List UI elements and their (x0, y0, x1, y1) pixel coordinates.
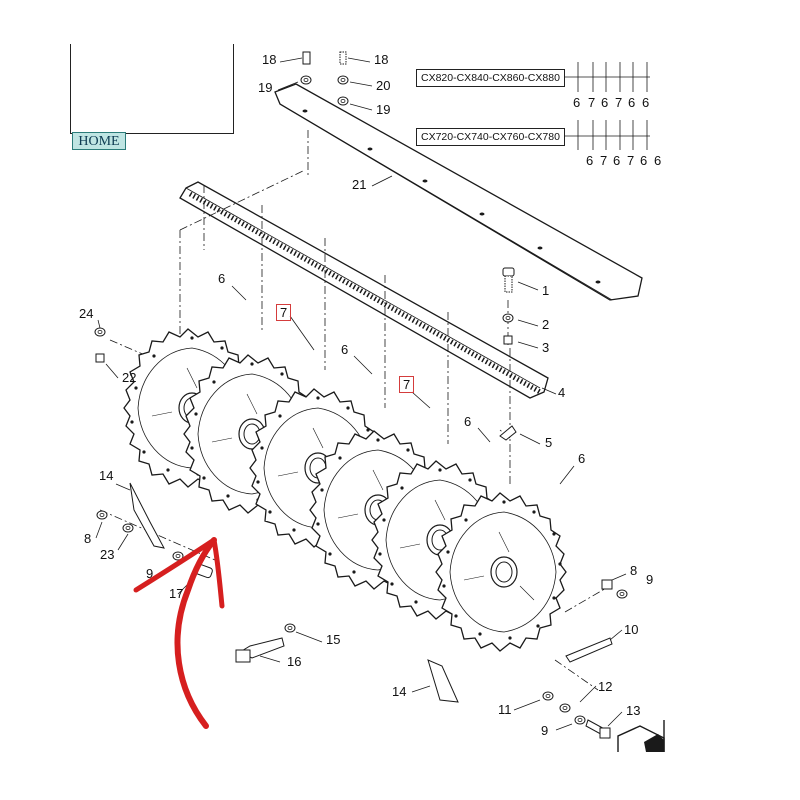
variant-label: 6 (601, 95, 609, 110)
callout-6[interactable]: 6 (218, 271, 226, 286)
callout-13[interactable]: 13 (626, 703, 641, 718)
variant-label: 7 (588, 95, 596, 110)
callout-7-highlighted[interactable]: 7 (276, 304, 292, 321)
center-lines (99, 130, 609, 691)
callout-6[interactable]: 6 (341, 342, 349, 357)
hardware (94, 51, 628, 739)
callout-1[interactable]: 1 (542, 283, 550, 298)
callout-8[interactable]: 8 (630, 563, 638, 578)
callout-5[interactable]: 5 (545, 435, 553, 450)
callout-6[interactable]: 6 (464, 414, 472, 429)
callout-19[interactable]: 19 (376, 102, 391, 117)
wear-plate-21 (274, 83, 643, 301)
variant-label: 6 (613, 153, 621, 168)
callout-22[interactable]: 22 (122, 370, 137, 385)
red-annotation-arrow (133, 537, 225, 729)
variant-ticks (560, 62, 650, 150)
variant-label: 6 (628, 95, 636, 110)
variant-label: 7 (615, 95, 623, 110)
callout-2[interactable]: 2 (542, 317, 550, 332)
callout-7-highlighted[interactable]: 7 (399, 376, 415, 393)
callout-15[interactable]: 15 (326, 632, 341, 647)
variant-label: 6 (642, 95, 650, 110)
variant-label: 6 (573, 95, 581, 110)
page-frame (70, 44, 234, 134)
callout-14[interactable]: 14 (392, 684, 407, 699)
callout-23[interactable]: 23 (100, 547, 115, 562)
variant-label: 6 (640, 153, 648, 168)
callout-3[interactable]: 3 (542, 340, 550, 355)
callout-9[interactable]: 9 (541, 723, 549, 738)
callout-18[interactable]: 18 (374, 52, 389, 67)
callout-20[interactable]: 20 (376, 78, 391, 93)
callout-10[interactable]: 10 (624, 622, 639, 637)
variant-label: 7 (627, 153, 635, 168)
callout-8[interactable]: 8 (84, 531, 92, 546)
callout-17[interactable]: 17 (169, 586, 184, 601)
callout-14[interactable]: 14 (99, 468, 114, 483)
callout-24[interactable]: 24 (79, 306, 94, 321)
variant-label: 6 (654, 153, 662, 168)
callout-4[interactable]: 4 (558, 385, 566, 400)
home-button[interactable]: HOME (72, 132, 126, 150)
callout-19[interactable]: 19 (258, 80, 273, 95)
callout-9[interactable]: 9 (646, 572, 654, 587)
callout-12[interactable]: 12 (598, 679, 613, 694)
callout-11[interactable]: 11 (498, 702, 512, 717)
callout-16[interactable]: 16 (287, 654, 302, 669)
variant-label: 6 (586, 153, 594, 168)
callout-6[interactable]: 6 (578, 451, 586, 466)
callout-21[interactable]: 21 (352, 177, 367, 192)
serrated-bar-4 (179, 181, 549, 399)
callout-18[interactable]: 18 (262, 52, 277, 67)
model-range-label-2: CX720-CX740-CX760-CX780 (416, 128, 565, 146)
model-range-label-1: CX820-CX840-CX860-CX880 (416, 69, 565, 87)
callout-9[interactable]: 9 (146, 566, 154, 581)
page-corner-icon[interactable] (617, 720, 665, 752)
variant-label: 7 (600, 153, 608, 168)
